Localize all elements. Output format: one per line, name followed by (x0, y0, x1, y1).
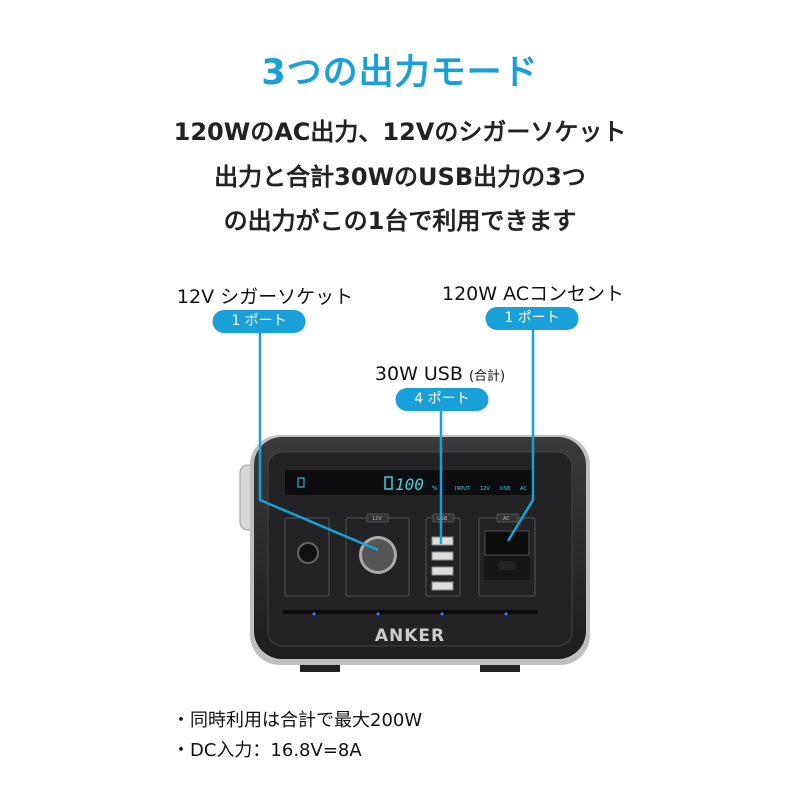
ac-ports-badge: 1 ポート (485, 307, 579, 330)
cigar-socket-label: 12V シガーソケット (176, 286, 354, 308)
svg-text:%: % (432, 485, 438, 492)
description-line-1: 120WのAC出力、12Vのシガーソケット (173, 118, 627, 146)
ac-outlet-label: 120W ACコンセント (441, 283, 625, 305)
dc-input-panel (284, 517, 330, 597)
anker-logo: ANKER (375, 626, 445, 646)
indicator-input: INPUT (455, 486, 471, 492)
ac-outlet (484, 530, 530, 556)
usb-port (431, 551, 454, 561)
indicator-usb: USB (500, 486, 511, 492)
page-title: 3つの出力モード (261, 53, 539, 93)
svg-text:USB: USB (437, 516, 448, 522)
usb-port (431, 566, 454, 576)
usb-port (431, 536, 454, 546)
note-max-output: ・同時利用は合計で最大200W (172, 710, 423, 731)
lcd-display (285, 470, 535, 495)
description-line-3: の出力がこの1台で利用できます (223, 207, 577, 235)
led-bar (283, 610, 538, 614)
dc-input-port (297, 542, 319, 564)
cigar-leader-line (258, 333, 379, 552)
svg-text:AC: AC (503, 516, 510, 522)
note-dc-input: ・DC入力：16.8V=8A (172, 740, 362, 761)
usb-ports-badge: 4 ポート (395, 388, 489, 411)
usb-port (431, 581, 454, 591)
ac-leader-line (506, 330, 535, 542)
usb-label: 30W USB (合計) (374, 363, 506, 385)
svg-text:12V: 12V (372, 516, 382, 522)
indicator-12v: 12V (480, 486, 490, 492)
indicator-ac: AC (520, 486, 527, 492)
battery-icon (384, 476, 393, 490)
device-icon (297, 477, 305, 488)
battery-percent: 100 (395, 475, 424, 494)
cigar-ports-badge: 1 ポート (212, 310, 306, 333)
description-line-2: 出力と合計30WのUSB出力の3つ (214, 163, 586, 191)
